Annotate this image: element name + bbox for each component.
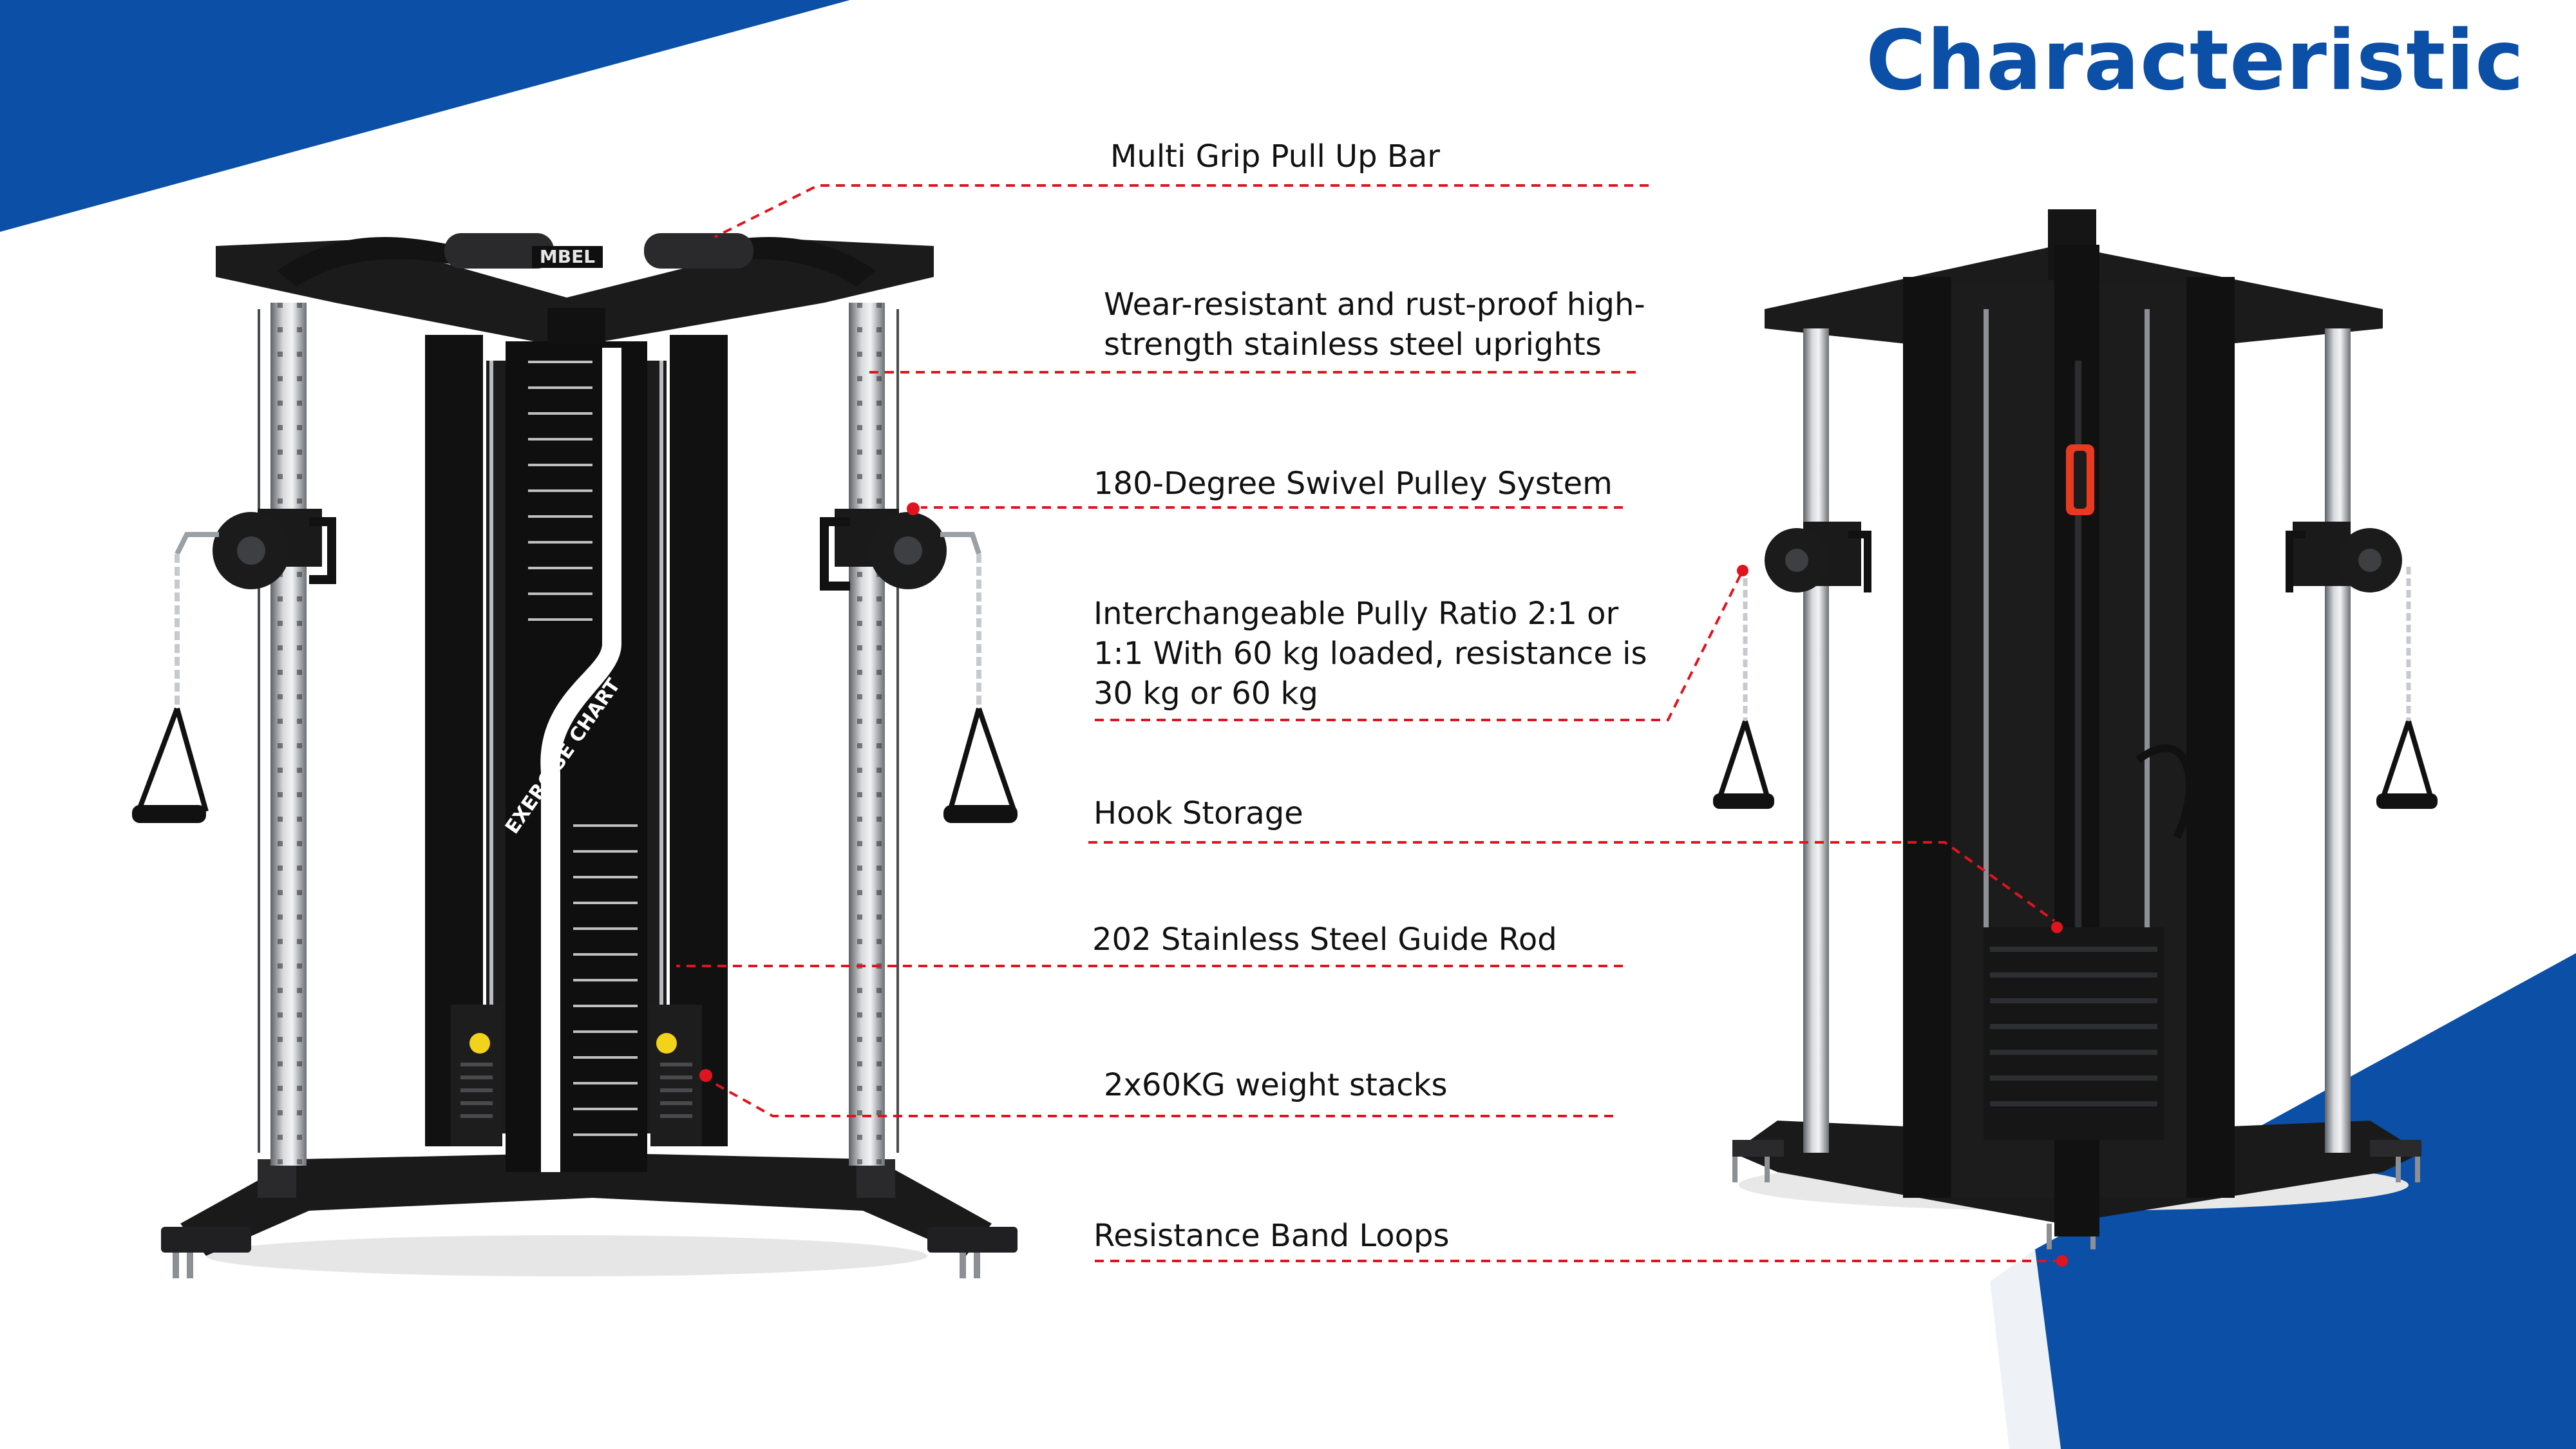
feature-band-loops: Resistance Band Loops <box>1094 1218 1450 1254</box>
rear-view-machine <box>1713 209 2438 1267</box>
leader-lines <box>676 184 2056 1262</box>
front-view-machine: MBEL <box>132 233 1018 1278</box>
feature-pulley-system: 180-Degree Swivel Pulley System <box>1094 466 1613 502</box>
feature-uprights: Wear-resistant and rust-proof high-stren… <box>1104 287 1645 363</box>
leader-pull-up-bar <box>714 184 1649 238</box>
leader-hook-storage <box>1088 841 2056 922</box>
leader-weight-stacks <box>711 1081 1613 1117</box>
feature-pull-up-bar: Multi Grip Pull Up Bar <box>1110 138 1440 175</box>
feature-pulley-ratio: Interchangeable Pully Ratio 2:1 or 1:1 W… <box>1094 596 1647 712</box>
feature-guide-rod: 202 Stainless Steel Guide Rod <box>1092 922 1557 958</box>
brand-logo: MBEL <box>540 246 595 267</box>
leader-pulley-ratio <box>1095 570 1744 721</box>
decor-blue-band-top <box>0 0 850 232</box>
page-title: Characteristic <box>1866 13 2524 109</box>
feature-hook-storage: Hook Storage <box>1094 795 1303 831</box>
feature-weight-stacks: 2x60KG weight stacks <box>1104 1067 1448 1103</box>
